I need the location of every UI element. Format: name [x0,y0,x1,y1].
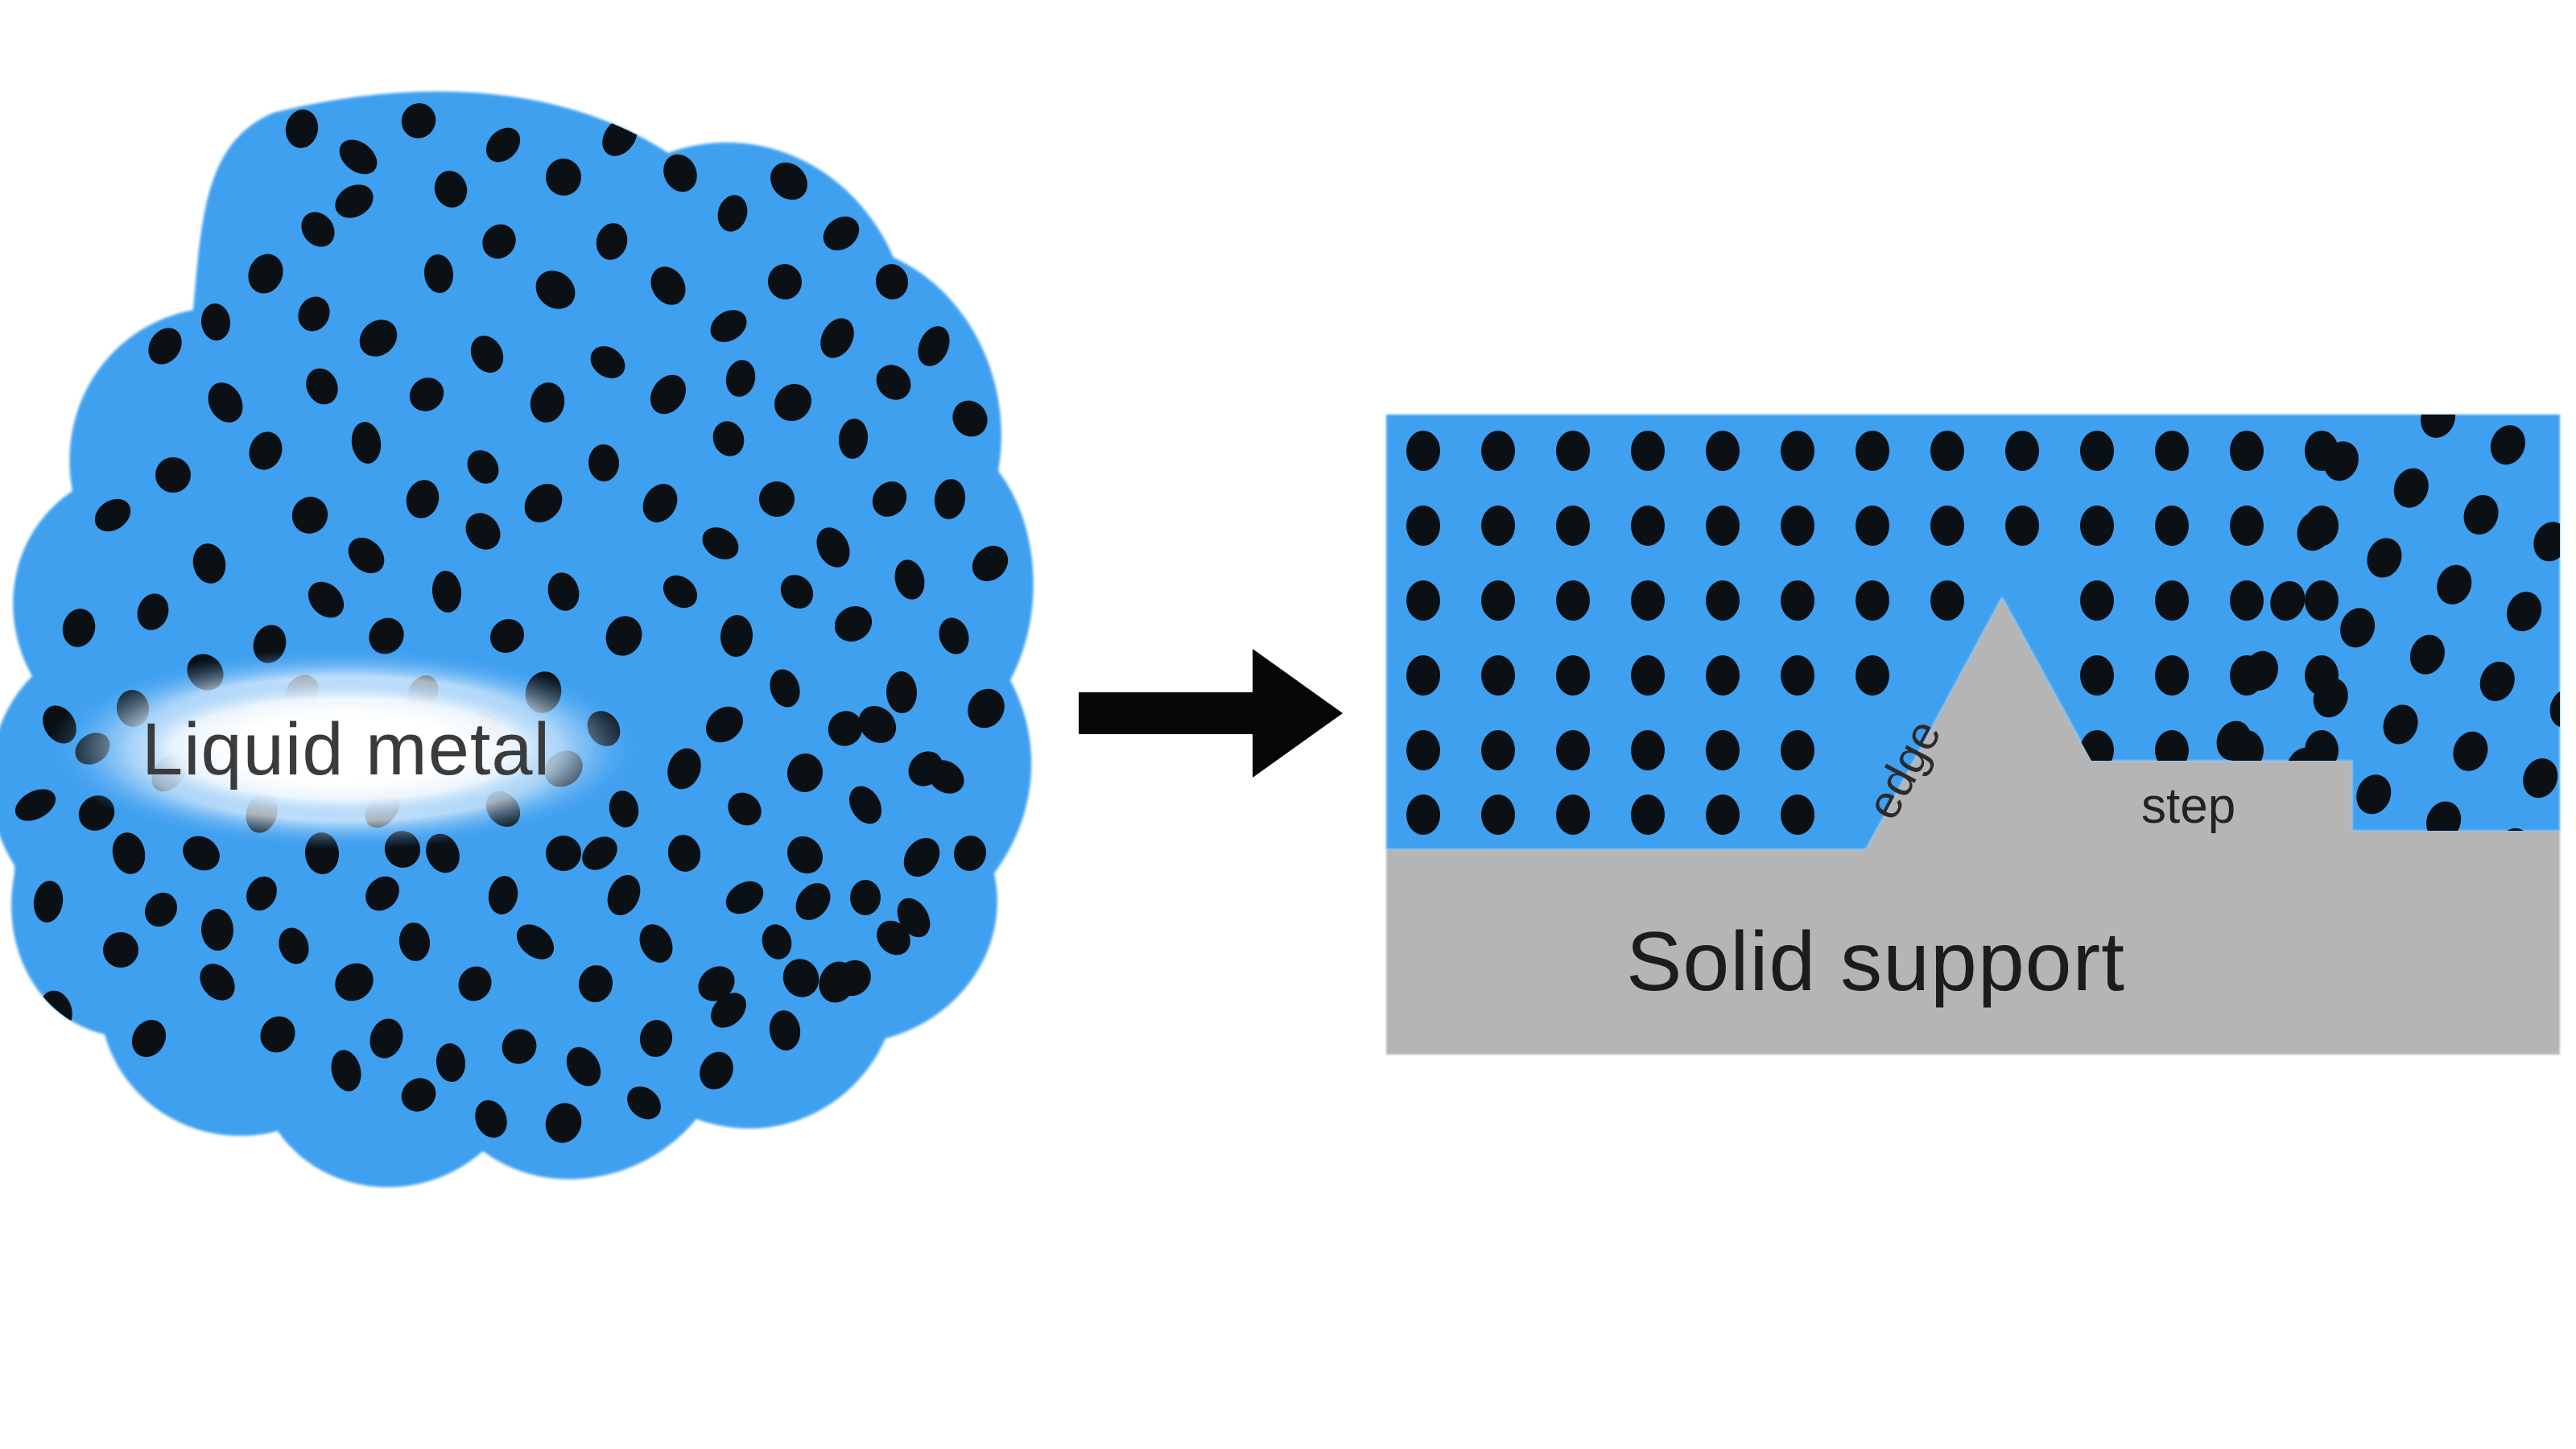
liquid-metal-label-glow [48,648,644,849]
droplet-particles [14,103,1009,1143]
solidified-metal-body [1386,415,2560,849]
solid-support-body [1386,597,2560,1055]
step-label: step [2141,778,2235,834]
transformation-arrow-icon [1079,649,1343,778]
liquid-metal-label: Liquid metal [142,708,551,791]
solid-support-label: Solid support [1626,915,2125,1009]
